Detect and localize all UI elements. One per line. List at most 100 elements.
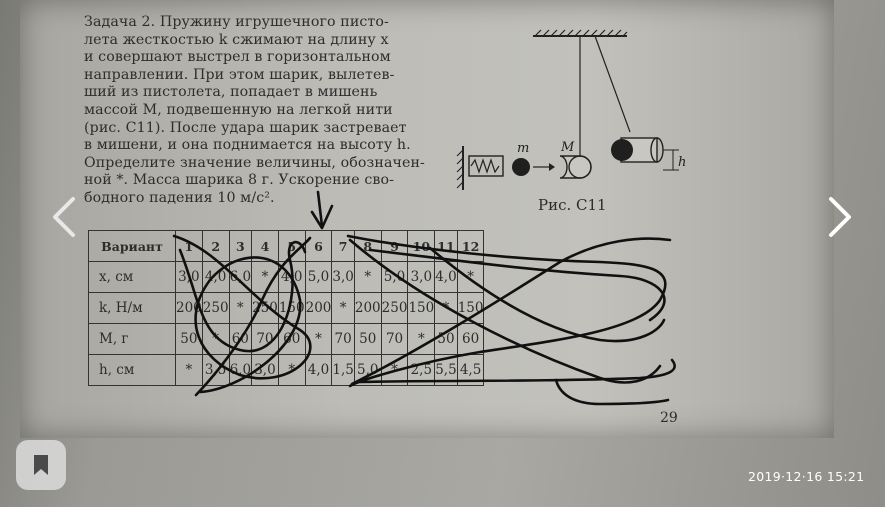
bookmark-icon	[34, 455, 48, 475]
problem-line: Определите значение величины, обозначен-	[84, 154, 425, 171]
table-header-row: Вариант 1 2 3 4 5 6 7 8 9 10 11 12	[88, 230, 485, 262]
table-cell: 250	[380, 292, 409, 324]
table-cell: *	[228, 292, 253, 324]
problem-line: лета жесткостью k сжимают на длину x	[84, 31, 389, 48]
variant-cell: 6	[304, 230, 333, 262]
table-cell: 200	[304, 292, 333, 324]
prev-image-button[interactable]	[44, 194, 84, 240]
table-cell: *	[380, 354, 409, 386]
label-h: h	[678, 155, 686, 170]
chevron-left-icon	[53, 197, 75, 237]
ball	[512, 158, 530, 176]
figure-caption: Рис. C11	[538, 196, 607, 214]
table-cell: 2,5	[407, 354, 436, 386]
table-cell: *	[304, 323, 333, 355]
table-cell: 4,0	[277, 261, 306, 293]
chevron-right-icon	[829, 197, 851, 237]
table-cell: 3,0	[407, 261, 436, 293]
problem-line: и совершают выстрел в горизонтальном	[84, 49, 391, 66]
problem-line: направлении. При этом шарик, вылетев-	[84, 66, 395, 83]
variant-cell: 4	[251, 230, 279, 262]
bookmark-button[interactable]	[16, 440, 66, 490]
table-cell: 3,0	[331, 261, 355, 293]
table-cell: *	[434, 292, 458, 324]
data-table: Вариант 1 2 3 4 5 6 7 8 9 10 11 12 x, см…	[88, 230, 485, 386]
table-row-M: M, г 50 * 60 70 60 * 70 50 70 * 50 60	[88, 323, 485, 355]
spring-gun	[456, 146, 504, 190]
table-row-k: k, Н/м 200 250 * 250 150 200 * 200 250 1…	[88, 292, 485, 324]
table-row-x: x, см 3,0 4,0 6,0 * 4,0 5,0 3,0 * 5,0 3,…	[88, 261, 485, 293]
table-cell: 50	[175, 323, 203, 355]
table-cell: 5,0	[304, 261, 333, 293]
table-cell: 3,0	[175, 261, 203, 293]
table-cell: *	[407, 323, 436, 355]
page-number: 29	[660, 410, 678, 426]
variant-cell: 3	[228, 230, 253, 262]
variant-cell: 11	[434, 230, 458, 262]
table-cell: *	[277, 354, 306, 386]
table-cell: 50	[353, 323, 382, 355]
table-cell: 60	[228, 323, 253, 355]
table-cell: 1,5	[331, 354, 355, 386]
label-m: m	[517, 141, 529, 156]
table-cell: 4,0	[304, 354, 333, 386]
table-cell: *	[175, 354, 203, 386]
variant-cell: 7	[331, 230, 355, 262]
table-cell: *	[251, 261, 279, 293]
table-cell: 5,0	[380, 261, 409, 293]
table-cell: *	[353, 261, 382, 293]
table-cell: 4,0	[434, 261, 458, 293]
problem-line: ший из пистолета, попадает в мишень	[84, 84, 378, 101]
variant-cell: 12	[456, 230, 485, 262]
table-cell: 70	[251, 323, 279, 355]
table-cell: *	[331, 292, 355, 324]
variant-cell: 8	[353, 230, 382, 262]
problem-line: массой M, подвешенную на легкой нити	[84, 101, 393, 118]
label-M: M	[560, 140, 575, 155]
table-cell: 60	[277, 323, 306, 355]
problem-line: Задача 2. Пружину игрушечного писто-	[84, 14, 389, 30]
table-cell: 5,0	[353, 354, 382, 386]
table-cell: 6,0	[228, 354, 253, 386]
problem-line: (рис. C11). После удара шарик застревает	[84, 119, 407, 136]
header-cell: Вариант	[88, 230, 176, 262]
problem-text: Задача 2. Пружину игрушечного писто- лет…	[84, 14, 456, 208]
table-cell: 200	[175, 292, 203, 324]
table-row-h: h, см * 3,5 6,0 3,0 * 4,0 1,5 5,0 * 2,5 …	[88, 354, 485, 386]
table-cell: 250	[251, 292, 279, 324]
table-cell: 50	[434, 323, 458, 355]
ceiling	[533, 29, 628, 37]
next-image-button[interactable]	[820, 194, 860, 240]
table-cell: *	[456, 261, 485, 293]
table-cell: 150	[277, 292, 306, 324]
table-cell: 4,0	[201, 261, 230, 293]
figure-c11: m M h	[456, 29, 686, 190]
table-cell: 60	[456, 323, 485, 355]
table-cell: 70	[331, 323, 355, 355]
table-cell: 200	[353, 292, 382, 324]
photo-timestamp: 2019·12·16 15:21	[748, 469, 865, 484]
table-cell: 150	[456, 292, 485, 324]
variant-cell: 9	[380, 230, 409, 262]
table-cell: 70	[380, 323, 409, 355]
problem-line: ной *. Масса шарика 8 г. Ускорение сво-	[84, 172, 395, 189]
row-label: M, г	[88, 323, 176, 355]
problem-line: бодного падения 10 м/с².	[84, 189, 275, 206]
table-cell: 3,0	[251, 354, 279, 386]
thread-deflected	[594, 35, 631, 133]
variant-cell: 1	[175, 230, 203, 262]
variant-cell: 5	[277, 230, 306, 262]
target-raised	[611, 137, 664, 163]
table-cell: 5,5	[434, 354, 458, 386]
row-label: k, Н/м	[88, 292, 176, 324]
table-cell: *	[201, 323, 230, 355]
row-label: h, см	[88, 354, 176, 386]
table-cell: 150	[407, 292, 436, 324]
table-cell: 4,5	[456, 354, 485, 386]
problem-line: в мишени, и она поднимается на высоту h.	[84, 137, 411, 154]
row-label: x, см	[88, 261, 176, 293]
table-cell: 250	[201, 292, 230, 324]
target-rest	[559, 155, 592, 179]
